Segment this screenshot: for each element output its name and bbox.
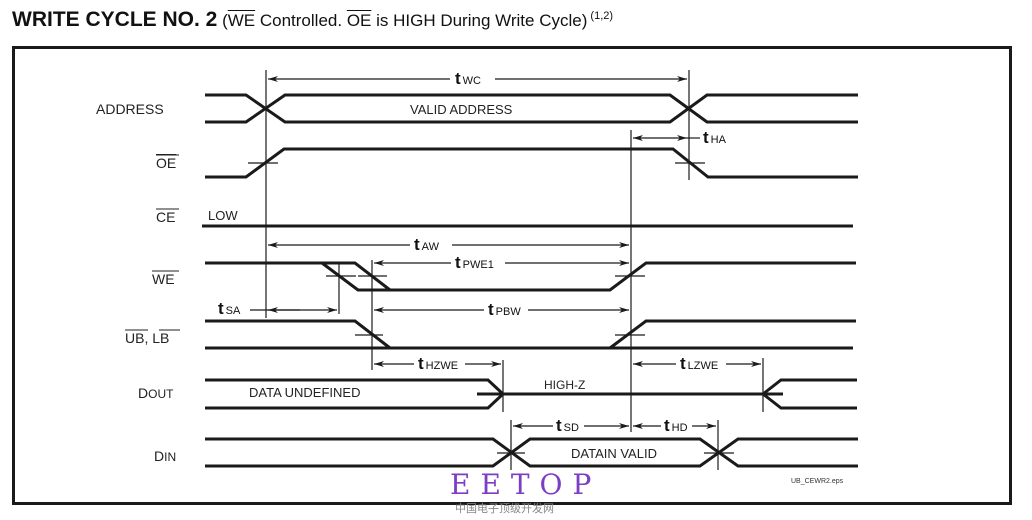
address-waveform-bottom <box>205 93 858 124</box>
title-oe: OE <box>346 11 372 30</box>
dout-waveform-top <box>205 378 505 396</box>
title-we: WE <box>227 11 256 30</box>
file-label: UB_CEWR2.eps <box>791 478 844 485</box>
label-address: ADDRESS <box>96 101 164 117</box>
label-dout-rest: OUT <box>148 387 174 401</box>
title-controlled: Controlled. <box>255 11 347 30</box>
label-din: DIN <box>154 448 176 464</box>
label-oe: OE <box>156 155 176 171</box>
ub-lb-waveform-rise <box>609 319 856 350</box>
label-ce: CE <box>156 209 175 225</box>
label-we: WE <box>152 271 175 287</box>
label-lb: LB <box>152 330 169 346</box>
diagram-title: WRITE CYCLE NO. 2 (WE Controlled. OE is … <box>12 8 613 32</box>
label-din-rest: IN <box>164 450 176 464</box>
label-ub-lb: UB, LB <box>125 330 169 346</box>
din-waveform-top <box>205 437 858 468</box>
ub-lb-waveform-top <box>205 319 391 350</box>
we-waveform <box>205 261 856 292</box>
title-paren-open: ( <box>217 11 228 30</box>
dout-waveform-bottom <box>205 392 505 410</box>
diagram-frame <box>12 46 1012 505</box>
dout-waveform-return <box>762 378 857 410</box>
title-rest: is HIGH During Write Cycle) <box>371 11 588 30</box>
label-ub: UB <box>125 330 144 346</box>
din-waveform-bottom <box>205 437 858 468</box>
title-main: WRITE CYCLE NO. 2 <box>12 8 218 31</box>
high-z-label: HIGH-Z <box>544 378 585 392</box>
valid-address-label: VALID ADDRESS <box>410 102 513 117</box>
datain-valid-label: DATAIN VALID <box>571 446 657 461</box>
we-waveform-alt-edge <box>321 261 390 292</box>
oe-waveform <box>205 147 858 179</box>
address-waveform-top <box>205 93 858 124</box>
title-notes: (1,2) <box>587 10 614 22</box>
label-dout-d: D <box>138 385 148 401</box>
watermark-logo: EETOP <box>450 468 601 501</box>
label-din-d: D <box>154 448 164 464</box>
data-undefined-label: DATA UNDEFINED <box>249 385 360 400</box>
watermark-tagline: 中国电子顶级开发网 <box>455 501 554 515</box>
ce-low-label: LOW <box>208 208 238 223</box>
label-comma: , <box>144 330 152 346</box>
label-dout: DOUT <box>138 385 174 401</box>
